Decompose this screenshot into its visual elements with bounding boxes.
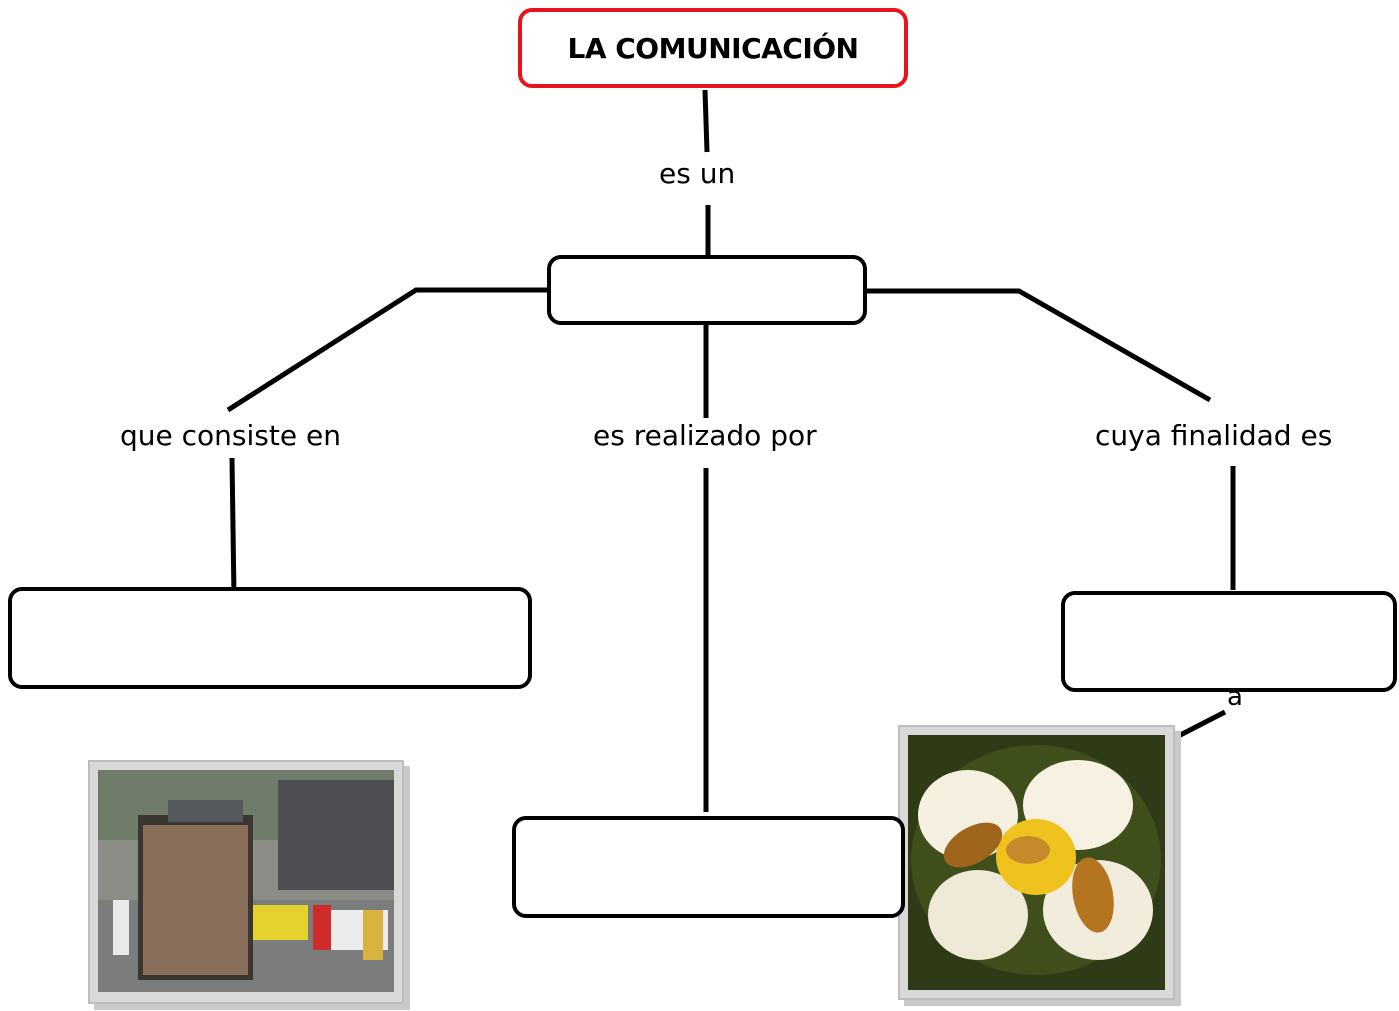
stray-text: a xyxy=(1227,682,1243,712)
connector-label-middle: es realizado por xyxy=(591,419,819,453)
line-center-to-right-branch xyxy=(866,288,1212,403)
bees-photo xyxy=(898,725,1175,1000)
title-box: LA COMUNICACIÓN xyxy=(518,8,908,88)
bottom-box[interactable] xyxy=(512,816,905,918)
line-title-to-es-un xyxy=(702,89,710,153)
connector-label-left: que consiste en xyxy=(118,419,343,453)
bees-photo-icon xyxy=(908,735,1165,990)
newsstand-photo xyxy=(88,760,404,1004)
diagram-title: LA COMUNICACIÓN xyxy=(567,31,859,65)
newsstand-photo-icon xyxy=(98,770,394,992)
connector-label-right: cuya finalidad es xyxy=(1093,419,1335,453)
line-left-label-to-box xyxy=(229,457,237,598)
line-center-to-left-branch xyxy=(226,287,549,413)
connector-label-top: es un xyxy=(657,157,738,191)
left-box[interactable] xyxy=(8,587,532,689)
center-box[interactable] xyxy=(547,255,867,325)
right-box[interactable] xyxy=(1061,591,1397,692)
